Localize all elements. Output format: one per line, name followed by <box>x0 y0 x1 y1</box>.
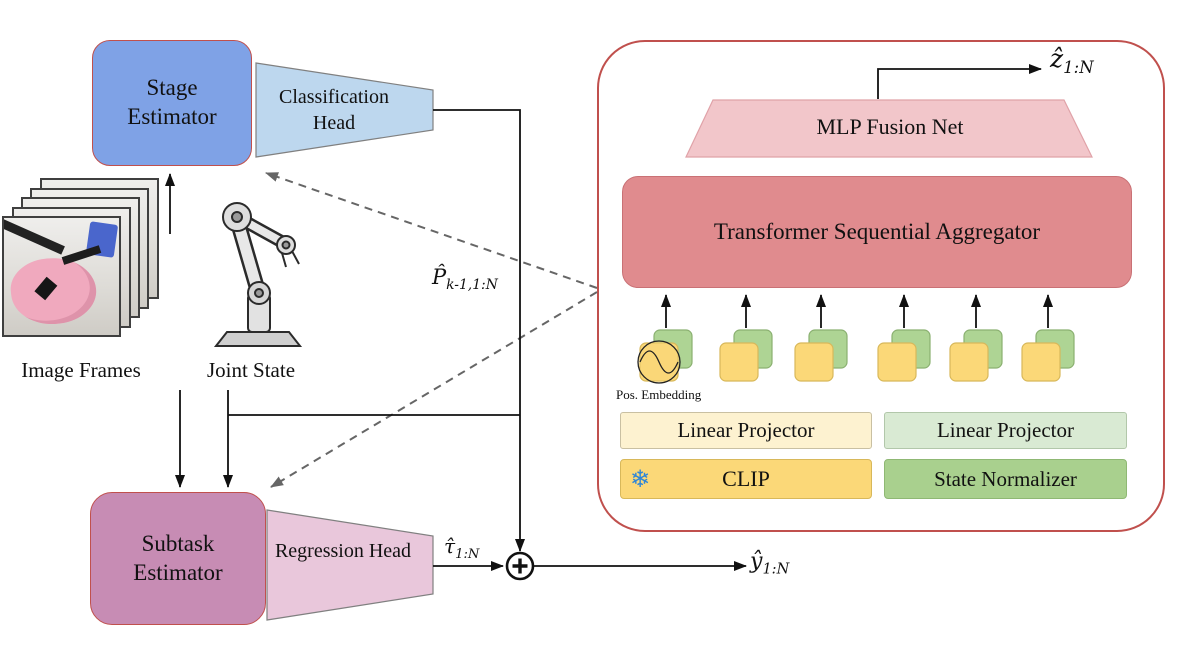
photo-robot-arm <box>4 218 66 256</box>
p-hat-subscript: k-1,1:N <box>446 277 498 294</box>
linear-projector-state-label: Linear Projector <box>936 418 1075 442</box>
subtask-estimator-label: Subtask Estimator <box>133 530 223 585</box>
fusion-output-label: ẑ1:N <box>1050 44 1094 77</box>
panel-reference-dashed-arrows <box>265 172 598 488</box>
regression-head-label: Regression Head <box>274 540 412 562</box>
image-frames-stack <box>2 178 160 338</box>
robot-arm-icon <box>213 202 303 347</box>
clip-box: ❄ CLIP <box>620 459 872 499</box>
sum-plus-circle-icon <box>505 551 535 581</box>
stage-output-label: P̂k-1,1:N <box>432 265 498 293</box>
clip-label: CLIP <box>722 466 770 491</box>
stage-estimator-box: Stage Estimator <box>92 40 252 166</box>
image-frames-label: Image Frames <box>21 358 141 382</box>
photo-robot-arm <box>61 244 101 265</box>
tau-hat-base: τ̂ <box>444 534 456 558</box>
pos-embedding-label: Pos. Embedding <box>616 387 702 402</box>
joint-state-label: Joint State <box>206 358 296 382</box>
classification-head-label: Classification Head <box>279 86 389 134</box>
subtask-estimator-box: Subtask Estimator <box>90 492 266 625</box>
linear-projector-image-label: Linear Projector <box>677 418 815 442</box>
frozen-snowflake-icon: ❄ <box>630 465 651 493</box>
regression-head-shape <box>266 509 434 621</box>
tau-hat-subscript: 1:N <box>455 547 480 562</box>
image-frame-front <box>2 216 121 337</box>
linear-projector-image-box: Linear Projector <box>620 412 872 449</box>
final-output-label: ŷ1:N <box>750 549 789 577</box>
dashed-arrow-to-subtask-estimator <box>270 291 598 488</box>
z-hat-subscript: 1:N <box>1063 58 1094 77</box>
linear-projector-state-box: Linear Projector <box>884 412 1127 449</box>
z-hat-base: ẑ <box>1050 44 1064 73</box>
y-hat-base: ŷ <box>750 549 763 574</box>
y-hat-subscript: 1:N <box>762 561 790 578</box>
arrow-classification-to-sum <box>433 109 525 552</box>
mlp-fusion-net-label: MLP Fusion Net <box>816 114 964 139</box>
transformer-aggregator-box: Transformer Sequential Aggregator <box>622 176 1132 288</box>
photo-pink-cloth <box>7 253 100 328</box>
state-normalizer-box: State Normalizer <box>884 459 1127 499</box>
p-hat-base: P̂ <box>432 265 447 289</box>
stage-estimator-label: Stage Estimator <box>127 75 217 129</box>
state-normalizer-label: State Normalizer <box>934 466 1077 491</box>
transformer-aggregator-label: Transformer Sequential Aggregator <box>713 219 1041 244</box>
regression-output-label: τ̂1:N <box>444 534 479 562</box>
